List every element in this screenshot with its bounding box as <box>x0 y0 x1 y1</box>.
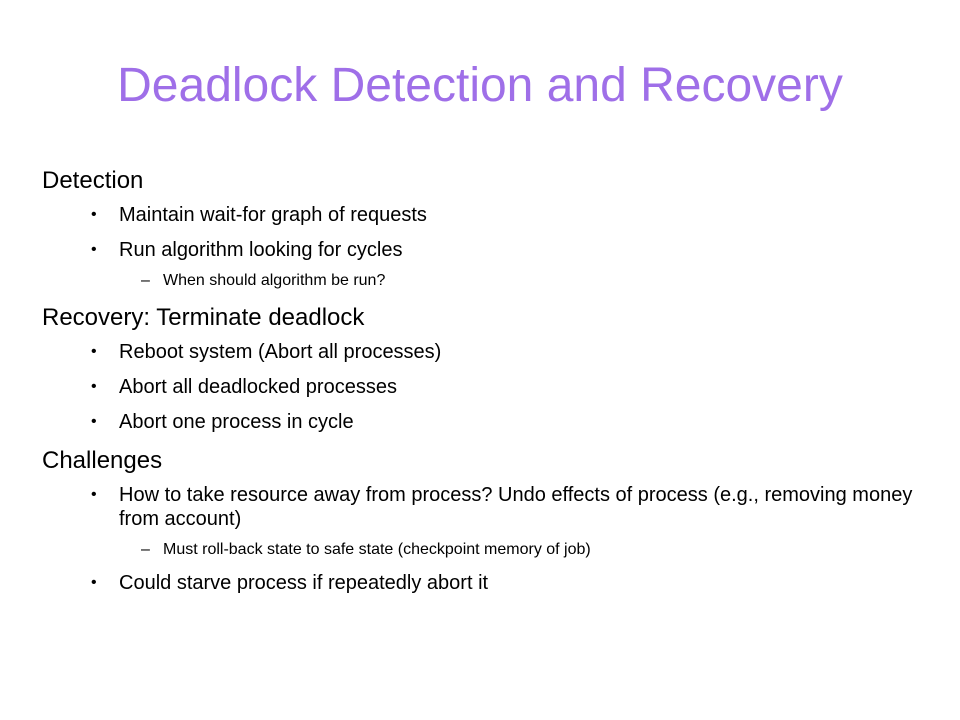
list-item: • Run algorithm looking for cycles – Whe… <box>42 238 932 291</box>
sub-list-item-text: When should algorithm be run? <box>163 272 386 289</box>
bullet-icon: • <box>91 343 97 360</box>
bullet-icon: • <box>91 241 97 258</box>
bullet-list: • How to take resource away from process… <box>42 483 932 595</box>
list-item-text: Reboot system (Abort all processes) <box>119 341 442 363</box>
list-item: • Abort one process in cycle <box>42 410 932 434</box>
list-item-text: Abort one process in cycle <box>119 411 354 433</box>
section-recovery: Recovery: Terminate deadlock • Reboot sy… <box>42 302 932 434</box>
sub-list: – Must roll-back state to safe state (ch… <box>119 540 932 560</box>
list-item-text: Could starve process if repeatedly abort… <box>119 572 489 594</box>
list-item-text: Run algorithm looking for cycles <box>119 239 403 261</box>
slide-content: Detection • Maintain wait-for graph of r… <box>42 165 932 606</box>
list-item: • Abort all deadlocked processes <box>42 375 932 399</box>
section-challenges: Challenges • How to take resource away f… <box>42 445 932 595</box>
list-item-text: Maintain wait-for graph of requests <box>119 204 427 226</box>
bullet-icon: • <box>91 486 97 503</box>
sub-list-item-text: Must roll-back state to safe state (chec… <box>163 541 591 558</box>
bullet-list: • Reboot system (Abort all processes) • … <box>42 340 932 434</box>
slide-title: Deadlock Detection and Recovery <box>117 59 843 112</box>
dash-icon: – <box>141 541 150 558</box>
section-heading: Detection <box>42 167 144 194</box>
list-item: • Maintain wait-for graph of requests <box>42 203 932 227</box>
bullet-icon: • <box>91 378 97 395</box>
sub-list-item: – Must roll-back state to safe state (ch… <box>141 540 932 560</box>
list-item: • Reboot system (Abort all processes) <box>42 340 932 364</box>
dash-icon: – <box>141 272 150 289</box>
section-heading: Challenges <box>42 447 163 474</box>
section-detection: Detection • Maintain wait-for graph of r… <box>42 165 932 291</box>
bullet-list: • Maintain wait-for graph of requests • … <box>42 203 932 291</box>
list-item-text: Abort all deadlocked processes <box>119 376 397 398</box>
list-item-text: How to take resource away from process? … <box>119 484 913 530</box>
list-item: • How to take resource away from process… <box>42 483 932 560</box>
list-item: • Could starve process if repeatedly abo… <box>42 571 932 595</box>
sub-list-item: – When should algorithm be run? <box>141 271 932 291</box>
sub-list: – When should algorithm be run? <box>119 271 932 291</box>
bullet-icon: • <box>91 413 97 430</box>
bullet-icon: • <box>91 206 97 223</box>
section-heading: Recovery: Terminate deadlock <box>42 304 365 331</box>
bullet-icon: • <box>91 574 97 591</box>
